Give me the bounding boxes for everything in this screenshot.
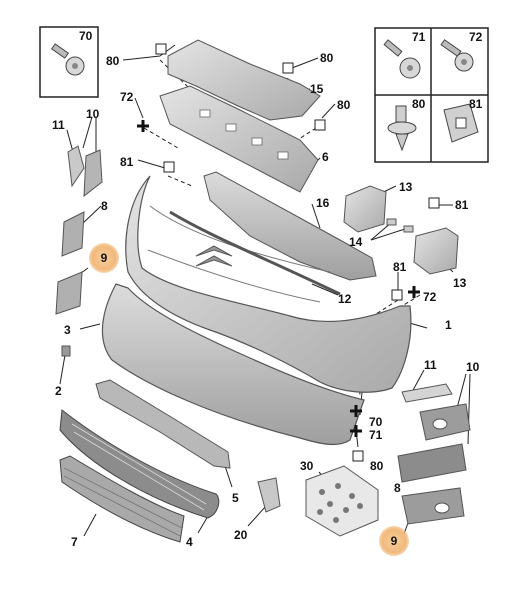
part-3-bumper-skin	[125, 175, 412, 393]
marker-81-right	[428, 197, 440, 209]
part-14-clip-b	[403, 225, 414, 233]
part-label-5: 5	[232, 491, 239, 505]
part-7-lower-grille	[59, 455, 185, 543]
part-13-bracket-upper	[343, 185, 387, 233]
part-label-2: 2	[55, 384, 62, 398]
part-label-72: 72	[423, 290, 437, 304]
part-6-lower-support	[159, 85, 319, 193]
bracket-81-icon	[443, 103, 479, 143]
part-label-30: 30	[300, 459, 314, 473]
part-label-6: 6	[322, 150, 329, 164]
part-label-80: 80	[337, 98, 351, 112]
part-label-11: 11	[424, 358, 437, 372]
plus-marker-70	[350, 405, 362, 417]
part-8-insert-right	[397, 443, 467, 483]
part-label-81: 81	[393, 260, 407, 274]
part-15-upper-support	[167, 39, 321, 121]
bolt-72-icon	[440, 39, 474, 72]
part-label-13: 13	[399, 180, 413, 194]
screw-70-icon	[51, 43, 85, 76]
box-label-80: 80	[412, 97, 426, 111]
part-2-clip	[61, 345, 71, 357]
part-13-bracket-lower	[413, 227, 459, 275]
part-label-72: 72	[120, 90, 134, 104]
part-label-15: 15	[310, 82, 324, 96]
marker-81-lower	[391, 289, 403, 301]
marker-80-mid	[314, 119, 326, 131]
plus-marker-71	[350, 425, 362, 437]
screw-71-icon	[383, 39, 421, 79]
part-label-8: 8	[101, 199, 108, 213]
plus-marker-72-left	[137, 120, 149, 132]
part-label-13: 13	[453, 276, 467, 290]
part-label-10: 10	[86, 107, 100, 121]
part-9-insert-right	[401, 487, 465, 525]
fastener-box-right	[374, 27, 489, 163]
part-30-fastener-kit	[305, 465, 379, 537]
part-11-trim-left	[67, 145, 85, 188]
part-label-80: 80	[370, 459, 384, 473]
part-20-bracket	[257, 477, 281, 513]
part-label-20: 20	[234, 528, 248, 542]
part-10-trim-left	[83, 149, 103, 198]
part-label-7: 7	[71, 535, 78, 549]
chevron-logo-icon	[195, 245, 233, 257]
part-label-16: 16	[316, 196, 330, 210]
part-label-12: 12	[338, 292, 352, 306]
part-label-1: 1	[445, 318, 452, 332]
marker-80-bottom	[352, 450, 364, 462]
part-14-clip-a	[386, 218, 397, 226]
fastener-box-left	[39, 26, 99, 98]
part-label-80: 80	[320, 51, 334, 65]
marker-80-right	[282, 62, 294, 74]
plus-marker-72-right	[408, 286, 420, 298]
part-3-lower-skin	[101, 283, 365, 446]
part-label-4: 4	[186, 535, 193, 549]
part-9-insert-left	[55, 271, 83, 315]
box-label-81: 81	[469, 97, 483, 111]
part-label-80: 80	[106, 54, 120, 68]
part-label-71: 71	[369, 428, 383, 442]
box-label-72: 72	[469, 30, 483, 44]
part-12-grille-strip	[169, 210, 341, 296]
part-label-81: 81	[120, 155, 134, 169]
clip-80-icon	[387, 105, 417, 152]
part-label-9-highlighted: 9	[89, 243, 119, 273]
part-label-14: 14	[349, 235, 363, 249]
part-label-81: 81	[455, 198, 469, 212]
box-label-70: 70	[79, 29, 93, 43]
part-11-trim-right	[401, 383, 453, 403]
part-16-absorber	[203, 171, 377, 281]
marker-80-top	[155, 43, 167, 55]
part-5-strip	[95, 379, 231, 469]
part-label-8: 8	[394, 481, 401, 495]
part-label-3: 3	[64, 323, 71, 337]
part-8-insert-left	[61, 211, 85, 257]
box-label-71: 71	[412, 30, 426, 44]
part-label-9-highlighted: 9	[379, 526, 409, 556]
part-label-11: 11	[52, 118, 65, 132]
part-label-10: 10	[466, 360, 480, 374]
marker-81-left	[163, 161, 175, 173]
part-label-70: 70	[369, 415, 383, 429]
